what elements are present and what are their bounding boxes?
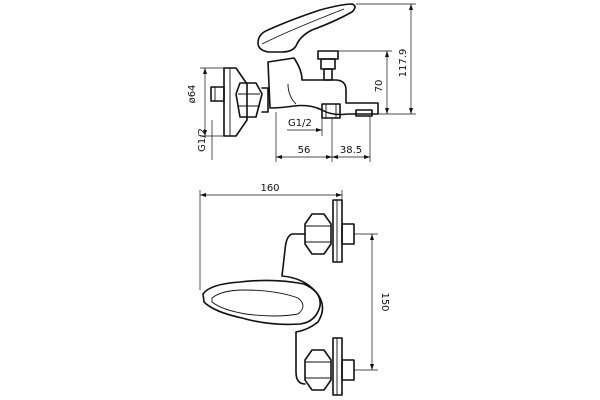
dimension-70: 70 [336, 50, 392, 114]
label-160: 160 [260, 183, 279, 194]
label-117-9: 117.9 [398, 49, 409, 78]
wall-connector [210, 86, 225, 102]
label-70: 70 [374, 80, 385, 93]
wall-flange [223, 67, 248, 137]
lever-handle [257, 3, 356, 53]
diverter-knob [317, 50, 339, 81]
hex-nut [235, 82, 263, 118]
side-view: 117.9 70 ø64 G1/2 G1/ [187, 3, 416, 162]
bath-outlet [321, 103, 341, 119]
dimension-g12-outlet: G1/2 [287, 118, 323, 136]
top-view-lever-inner [211, 289, 304, 317]
label-diameter-64: ø64 [187, 85, 198, 104]
dimension-56-38-5: 56 38.5 [275, 112, 371, 162]
upper-connector [304, 199, 355, 263]
lower-connector [304, 337, 355, 396]
dimension-diameter-64: ø64 [187, 67, 226, 137]
label-150: 150 [379, 292, 390, 311]
dimension-160: 160 [199, 183, 343, 290]
body-connector [261, 87, 269, 113]
label-38-5: 38.5 [340, 145, 362, 156]
label-g12-outlet: G1/2 [288, 118, 312, 129]
top-view-body [281, 233, 324, 385]
top-view: 160 150 [199, 183, 390, 396]
label-56: 56 [298, 145, 311, 156]
mixer-body [267, 57, 379, 116]
dimension-150: 150 [354, 233, 390, 371]
dimension-117-9: 117.9 [356, 3, 416, 115]
label-g12-wall: G1/2 [197, 128, 208, 152]
dimension-g12-wall: G1/2 [197, 120, 213, 160]
top-view-lever [202, 279, 321, 326]
spout-tip [355, 109, 373, 117]
